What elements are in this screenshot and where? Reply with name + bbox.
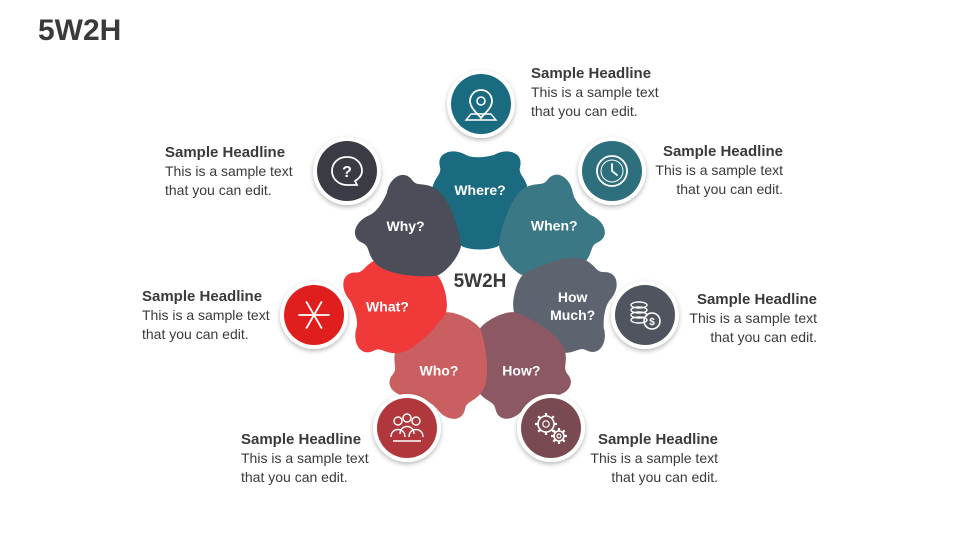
center-label: 5W2H	[454, 271, 507, 292]
callout-how-body-2: that you can edit.	[611, 469, 718, 485]
callout-what-headline: Sample Headline	[142, 288, 263, 305]
callout-how-much: Sample Headline This is a sample text th…	[667, 290, 817, 347]
callout-why: Sample Headline This is a sample text th…	[165, 143, 315, 200]
question-bubble-icon: ?	[331, 156, 363, 186]
gears-icon	[535, 413, 567, 444]
badge-where	[447, 70, 515, 138]
map-pin-icon	[464, 89, 498, 121]
callout-why-headline: Sample Headline	[165, 144, 286, 161]
segment-why-shape	[354, 175, 462, 277]
callout-why-body-2: that you can edit.	[165, 182, 272, 198]
callout-how-much-body-2: that you can edit.	[710, 329, 817, 345]
badge-how	[517, 394, 585, 462]
badge-who	[373, 394, 441, 462]
segment-how-shape	[473, 312, 571, 419]
badge-when	[578, 137, 646, 205]
callout-when: Sample Headline This is a sample text th…	[633, 142, 783, 199]
callout-who-body-2: that you can edit.	[241, 469, 348, 485]
segment-how-label: How?	[502, 363, 540, 379]
badge-how-much: $	[611, 281, 679, 349]
badge-why: ?	[313, 137, 381, 205]
segment-how	[473, 312, 571, 419]
segment-when	[498, 174, 605, 277]
callout-where-body-2: that you can edit.	[531, 103, 638, 119]
callout-how-much-body-1: This is a sample text	[689, 310, 817, 326]
callout-how-body-1: This is a sample text	[590, 450, 718, 466]
segment-why-label: Why?	[386, 218, 424, 234]
asterisk-icon	[298, 301, 330, 329]
callout-who: Sample Headline This is a sample text th…	[241, 430, 391, 487]
svg-text:?: ?	[342, 164, 352, 181]
callout-where-headline: Sample Headline	[531, 65, 652, 82]
callout-when-body-1: This is a sample text	[655, 162, 783, 178]
callout-where: Sample Headline This is a sample text th…	[531, 64, 681, 121]
segment-when-label: When?	[531, 218, 578, 234]
callout-what-body-2: that you can edit.	[142, 326, 249, 342]
callout-how-much-headline: Sample Headline	[696, 291, 817, 308]
callout-what-body-1: This is a sample text	[142, 307, 270, 323]
callout-who-headline: Sample Headline	[241, 431, 362, 448]
svg-text:$: $	[649, 317, 655, 328]
callout-where-body-1: This is a sample text	[531, 84, 659, 100]
callout-when-headline: Sample Headline	[662, 143, 783, 160]
coins-icon: $	[630, 301, 661, 330]
callout-how-headline: Sample Headline	[597, 431, 718, 448]
segment-what-shape	[343, 258, 447, 354]
segment-why	[354, 175, 462, 277]
callout-what: Sample Headline This is a sample text th…	[142, 287, 292, 344]
callout-when-body-2: that you can edit.	[676, 181, 783, 197]
callout-how: Sample Headline This is a sample text th…	[568, 430, 718, 487]
callout-who-body-1: This is a sample text	[241, 450, 369, 466]
segment-who-label: Who?	[420, 363, 459, 379]
people-icon	[390, 413, 424, 442]
segment-when-shape	[498, 174, 605, 277]
segment-what-label: What?	[366, 298, 409, 314]
badge-what	[280, 281, 348, 349]
segment-what	[343, 258, 447, 354]
slide-title: 5W2H	[38, 14, 122, 47]
clock-icon	[596, 155, 628, 187]
segment-where-label: Where?	[454, 182, 505, 198]
callout-why-body-1: This is a sample text	[165, 163, 293, 179]
